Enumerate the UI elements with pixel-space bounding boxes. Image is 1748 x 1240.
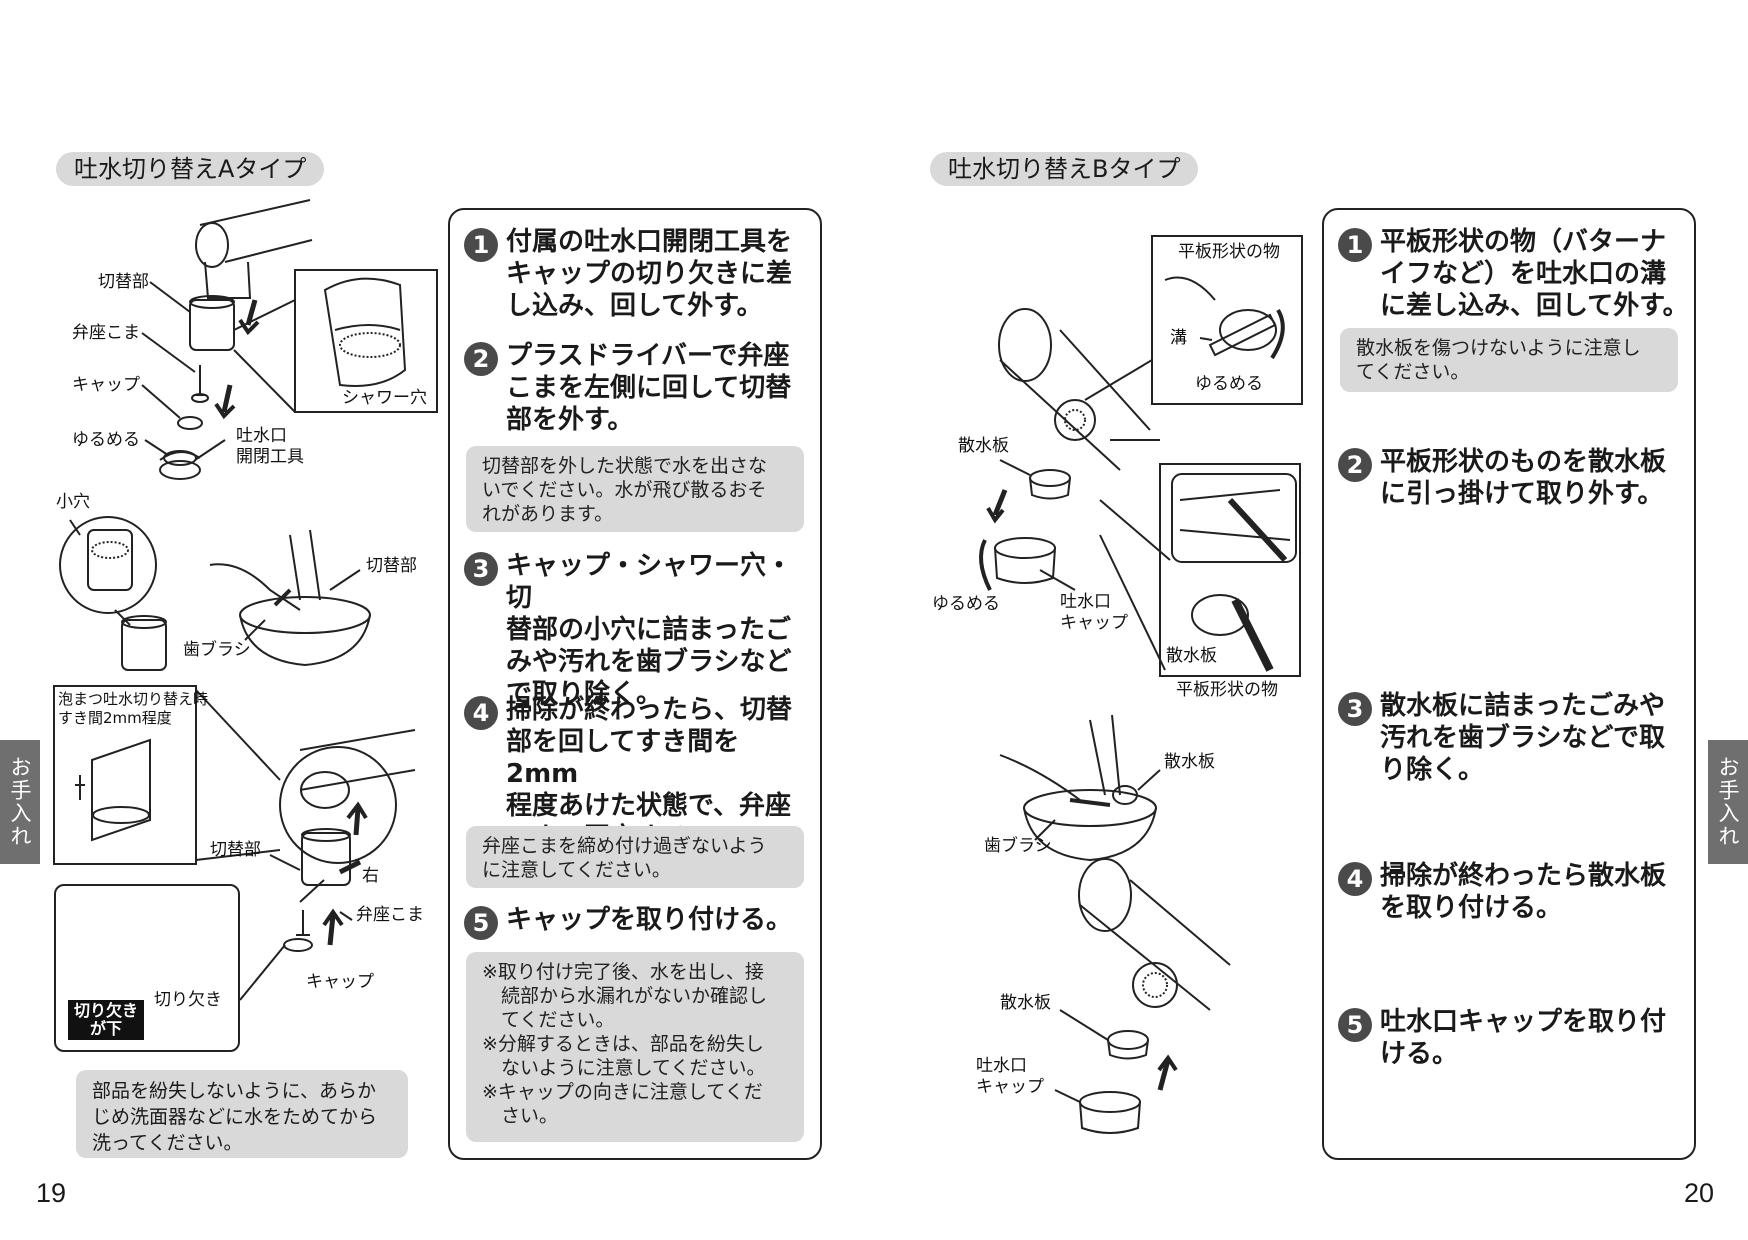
notch-down-tag: 切り欠き が下	[68, 1000, 144, 1040]
step-number: 5	[464, 906, 498, 940]
step-number: 4	[1338, 862, 1372, 896]
side-tab-right: お手入れ	[1708, 740, 1748, 864]
label-flat-object-bottom: 平板形状の物	[1176, 680, 1278, 700]
label-spray-plate-top: 散水板	[958, 436, 1009, 456]
parts-loss-note: 部品を紛失しないように、あらか じめ洗面器などに水をためてから 洗ってください。	[76, 1070, 408, 1158]
section-title-a: 吐水切り替えAタイプ	[56, 152, 325, 186]
step-a-1: 1 付属の吐水口開閉工具を キャップの切り欠きに差 し込み、回して外す。	[464, 226, 810, 326]
label-loosen-top: ゆるめる	[1195, 374, 1263, 394]
step-b-5: 5 吐水口キャップを取り付 ける。	[1338, 1006, 1684, 1076]
label-foam-note: 泡まつ吐水切り替え時 すき間2mm程度	[58, 690, 209, 727]
label-toothbrush-right: 歯ブラシ	[984, 836, 1052, 856]
step-b-2: 2 平板形状のものを散水板 に引っ掛けて取り外す。	[1338, 446, 1684, 516]
label-spout-cap-bottom: 吐水口 キャップ	[976, 1056, 1044, 1097]
step-number: 3	[464, 552, 498, 586]
step-a-3: 3 キャップ・シャワー穴・切 替部の小穴に詰まったご みや汚れを歯ブラシなど で…	[464, 550, 810, 709]
step-text: キャップを取り付ける。	[506, 905, 793, 935]
label-shower-hole: シャワー穴	[342, 388, 427, 408]
step-text: キャップ・シャワー穴・切 替部の小穴に詰まったご みや汚れを歯ブラシなど で取り…	[506, 551, 793, 709]
steps-box-b: 1 平板形状の物（バターナ イフなど）を吐水口の溝 に差し込み、回して外す。 散…	[1322, 208, 1696, 1160]
side-tab-left: お手入れ	[0, 740, 40, 864]
section-title-b: 吐水切り替えBタイプ	[930, 152, 1199, 186]
page-number-left: 19	[36, 1178, 67, 1208]
step-number: 4	[464, 696, 498, 730]
label-spray-plate-bottom: 散水板	[1000, 993, 1051, 1013]
label-groove: 溝	[1170, 328, 1187, 348]
step-number: 1	[1338, 228, 1372, 262]
step-number: 2	[1338, 448, 1372, 482]
step-text: 平板形状のものを散水板 に引っ掛けて取り外す。	[1380, 447, 1667, 509]
step-text: 付属の吐水口開閉工具を キャップの切り欠きに差 し込み、回して外す。	[506, 227, 793, 321]
label-switch-part-bottom: 切替部	[210, 840, 261, 860]
steps-box-a: 1 付属の吐水口開閉工具を キャップの切り欠きに差 し込み、回して外す。 2 プ…	[448, 208, 822, 1160]
step-b-4: 4 掃除が終わったら散水板 を取り付ける。	[1338, 860, 1684, 930]
label-switch-part-mid: 切替部	[366, 556, 417, 576]
note-a-4: 弁座こまを締め付け過ぎないよう に注意してください。	[466, 826, 804, 888]
label-spray-plate-inset: 散水板	[1166, 646, 1217, 666]
step-number: 5	[1338, 1008, 1372, 1042]
note-a-2: 切替部を外した状態で水を出さな いでください。水が飛び散るおそ れがあります。	[466, 446, 804, 532]
label-toothbrush-left: 歯ブラシ	[183, 640, 251, 660]
label-spray-plate-bowl: 散水板	[1164, 752, 1215, 772]
step-text: 平板形状の物（バターナ イフなど）を吐水口の溝 に差し込み、回して外す。	[1380, 227, 1689, 321]
label-notch: 切り欠き	[154, 990, 222, 1010]
label-loosen: ゆるめる	[72, 430, 140, 450]
label-flat-object-top: 平板形状の物	[1178, 242, 1280, 262]
note-b-1: 散水板を傷つけないように注意し てください。	[1340, 328, 1678, 392]
step-text: プラスドライバーで弁座 こまを左側に回して切替 部を外す。	[506, 341, 792, 435]
step-text: 掃除が終わったら散水板 を取り付ける。	[1380, 861, 1667, 923]
label-valve-seat-bottom: 弁座こま	[356, 905, 424, 925]
step-number: 1	[464, 228, 498, 262]
step-a-2: 2 プラスドライバーで弁座 こまを左側に回して切替 部を外す。	[464, 340, 810, 440]
page-number-right: 20	[1684, 1178, 1715, 1208]
label-valve-seat-top: 弁座こま	[72, 323, 140, 343]
label-spout-cap-mid: 吐水口 キャップ	[1060, 592, 1128, 633]
label-tool: 吐水口 開閉工具	[236, 426, 304, 467]
step-a-5: 5 キャップを取り付ける。	[464, 904, 810, 944]
label-right: 右	[362, 866, 379, 886]
label-cap-top: キャップ	[72, 375, 140, 395]
label-cap-bottom: キャップ	[306, 972, 374, 992]
step-b-1: 1 平板形状の物（バターナ イフなど）を吐水口の溝 に差し込み、回して外す。	[1338, 226, 1689, 326]
label-small-hole: 小穴	[56, 492, 90, 512]
step-number: 2	[464, 342, 498, 376]
cap-orientation-box	[54, 884, 240, 1052]
step-text: 散水板に詰まったごみや 汚れを歯ブラシなどで取 り除く。	[1380, 691, 1665, 785]
step-text: 吐水口キャップを取り付 ける。	[1380, 1007, 1667, 1069]
step-number: 3	[1338, 692, 1372, 726]
label-switch-part-top: 切替部	[98, 272, 149, 292]
label-loosen-left: ゆるめる	[932, 594, 1000, 614]
step-b-3: 3 散水板に詰まったごみや 汚れを歯ブラシなどで取 り除く。	[1338, 690, 1684, 790]
note-a-5: ※取り付け完了後、水を出し、接 続部から水漏れがないか確認し てください。 ※分…	[466, 952, 804, 1142]
